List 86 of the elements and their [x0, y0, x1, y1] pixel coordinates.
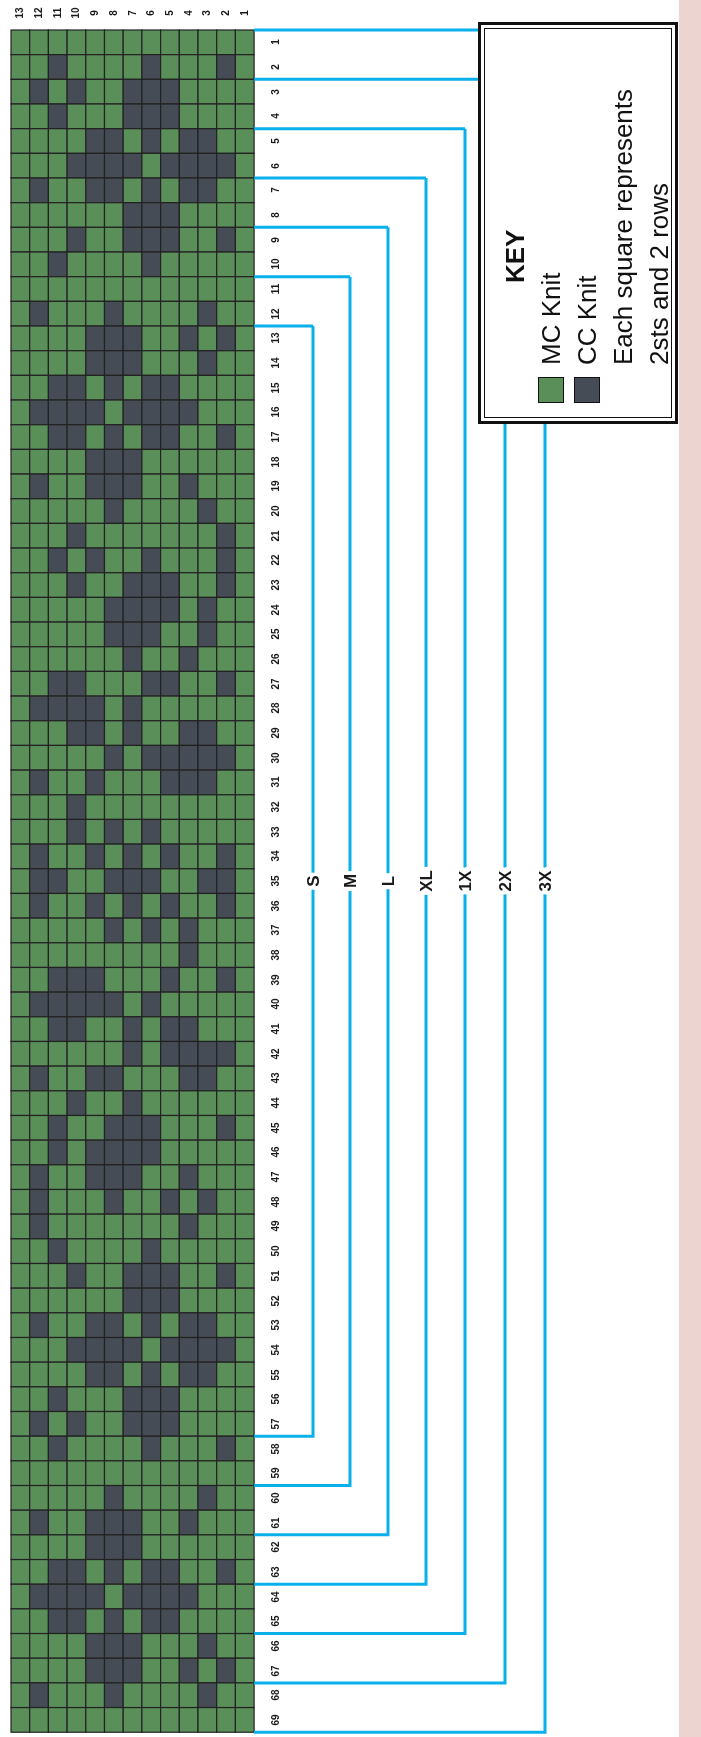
row-number: 68: [271, 1689, 281, 1701]
row-number: 48: [271, 1196, 281, 1208]
row-number: 2: [271, 64, 281, 70]
row-number: 24: [271, 604, 281, 616]
row-number: 52: [271, 1294, 281, 1307]
row-number: 3: [271, 88, 281, 95]
row-number: 43: [271, 1072, 281, 1085]
row-number: 63: [271, 1566, 281, 1578]
column-number: 4: [183, 10, 194, 16]
row-number: 18: [271, 456, 281, 468]
row-number: 66: [271, 1640, 281, 1652]
row-number: 21: [271, 530, 281, 542]
row-number: 11: [271, 283, 281, 295]
row-number: 4: [271, 113, 281, 120]
row-number: 59: [271, 1467, 281, 1479]
column-number: 3: [202, 10, 213, 16]
row-number: 9: [271, 236, 281, 243]
row-number: 42: [271, 1048, 281, 1060]
row-number: 55: [271, 1368, 281, 1381]
row-number: 47: [271, 1171, 281, 1183]
row-number: 60: [271, 1492, 281, 1504]
row-number: 38: [271, 949, 281, 961]
row-number: 46: [271, 1146, 281, 1159]
row-number: 35: [271, 875, 281, 887]
legend-label: MC Knit: [535, 272, 567, 365]
row-number: 41: [271, 1023, 281, 1035]
row-number: 49: [271, 1220, 281, 1233]
row-number: 54: [271, 1344, 281, 1356]
key-note: Each square represents 2sts and 2 rows: [607, 87, 675, 365]
row-number: 12: [271, 308, 281, 320]
row-number: 51: [271, 1270, 281, 1282]
row-number: 57: [271, 1418, 281, 1430]
row-number: 44: [271, 1097, 281, 1109]
column-number: 9: [90, 10, 101, 16]
row-number: 53: [271, 1319, 281, 1331]
row-number: 7: [271, 187, 281, 194]
row-number: 22: [271, 554, 281, 566]
column-number: 13: [15, 7, 26, 19]
column-number: 7: [127, 10, 138, 16]
row-number: 62: [271, 1541, 281, 1553]
row-number: 15: [271, 382, 281, 394]
row-number: 32: [271, 801, 281, 813]
legend-label: CC Knit: [571, 275, 603, 365]
row-number: 28: [271, 702, 281, 714]
row-number: 13: [271, 332, 281, 344]
row-number: 45: [271, 1122, 281, 1134]
column-number: 12: [34, 7, 45, 19]
row-number: 20: [271, 505, 281, 517]
row-number: 1: [271, 39, 281, 46]
row-number: 40: [271, 998, 281, 1010]
row-number: 30: [271, 752, 281, 764]
row-number: 5: [271, 138, 281, 144]
row-number: 67: [271, 1665, 281, 1677]
column-number: 2: [221, 10, 232, 16]
row-number: 19: [271, 480, 281, 492]
row-number: 27: [271, 678, 281, 690]
row-number: 34: [271, 850, 281, 862]
row-number: 16: [271, 406, 281, 418]
column-number: 8: [108, 10, 119, 16]
row-number: 39: [271, 974, 281, 986]
row-number: 69: [271, 1714, 281, 1726]
row-number: 36: [271, 900, 281, 912]
row-number: 8: [271, 212, 281, 218]
row-number: 23: [271, 579, 281, 591]
key-heading: KEY: [499, 229, 531, 283]
column-number: 11: [52, 7, 63, 19]
column-number: 6: [146, 10, 157, 16]
row-number: 14: [271, 357, 281, 369]
row-number: 26: [271, 653, 281, 665]
row-number: 10: [271, 258, 281, 270]
row-number: 25: [271, 628, 281, 640]
row-number: 64: [271, 1590, 281, 1603]
row-number: 31: [271, 776, 281, 788]
row-number: 56: [271, 1393, 281, 1405]
row-number: 29: [271, 727, 281, 739]
row-number: 61: [271, 1516, 281, 1529]
row-number: 65: [271, 1615, 281, 1627]
row-number: 17: [271, 431, 281, 443]
row-number: 33: [271, 826, 281, 838]
row-number: 58: [271, 1442, 281, 1455]
row-number: 37: [271, 924, 281, 936]
row-number: 6: [271, 162, 281, 169]
column-number: 10: [71, 7, 82, 19]
row-number: 50: [271, 1245, 281, 1257]
column-number: 1: [239, 10, 250, 16]
column-number: 5: [164, 10, 175, 16]
